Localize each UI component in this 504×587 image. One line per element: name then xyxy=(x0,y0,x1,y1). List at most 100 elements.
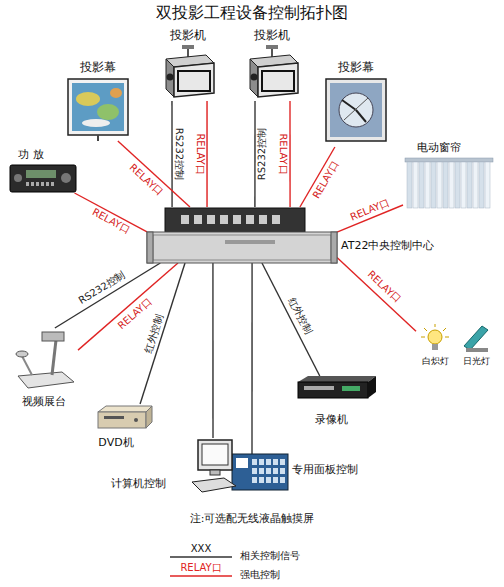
device-illustration xyxy=(326,79,386,145)
device-node: 白炽灯 xyxy=(416,322,454,368)
device-illustration xyxy=(160,45,216,101)
panel-body xyxy=(232,454,288,490)
switch-button xyxy=(272,215,280,224)
projector-lens xyxy=(251,74,258,81)
signal-label: RELAY口 xyxy=(127,162,164,197)
device-illustration xyxy=(68,79,128,141)
device-label: 专用面板控制 xyxy=(292,464,358,477)
device-illustration xyxy=(232,454,288,490)
signal-label: 红外控制 xyxy=(286,295,313,335)
projector-lens xyxy=(167,74,174,81)
amplifier-button xyxy=(26,182,29,186)
curtain-slat xyxy=(407,162,412,208)
device-node: 录像机 xyxy=(296,376,378,428)
control-wire xyxy=(262,263,320,376)
device-illustration xyxy=(12,328,76,392)
vcr-slot xyxy=(304,386,334,390)
signal-label: RELAY口 xyxy=(116,296,154,331)
light-ray xyxy=(443,328,446,331)
dvd-tray xyxy=(104,416,124,419)
panel-button xyxy=(280,477,285,483)
monitor-screen xyxy=(202,444,228,465)
curtain-slat xyxy=(419,162,424,208)
legend-line-sample xyxy=(170,575,232,577)
light-ray xyxy=(435,324,436,327)
amplifier-button xyxy=(36,182,39,186)
amplifier-knob xyxy=(61,173,71,183)
legend-line-sample xyxy=(170,556,232,558)
curtain-slat xyxy=(425,162,430,208)
map-land xyxy=(110,88,122,98)
device-node: 日光灯 xyxy=(456,322,496,368)
panel-button xyxy=(273,459,278,465)
switch-button xyxy=(220,215,228,224)
screen-image xyxy=(72,83,124,131)
curtain-slat xyxy=(461,162,466,208)
visualizer-lamp xyxy=(16,351,28,357)
amplifier-display xyxy=(26,170,56,178)
visualizer-camera xyxy=(42,332,64,341)
note-text: 注:可选配无线液晶触摸屏 xyxy=(190,513,315,524)
panel-button xyxy=(252,477,257,483)
tube-base xyxy=(466,348,488,352)
amplifier-knob xyxy=(14,174,22,182)
keyboard xyxy=(192,478,236,492)
device-node: 计算机控制 xyxy=(190,438,236,494)
legend-text: 强电控制 xyxy=(240,570,280,580)
signal-label: 红外控制 xyxy=(143,313,165,354)
device-illustration xyxy=(190,438,236,494)
light-ray xyxy=(445,337,449,338)
rack-ear xyxy=(331,232,337,263)
ceiling-mount xyxy=(266,45,278,49)
device-node: 视频展台 xyxy=(10,328,78,410)
device-illustration xyxy=(298,376,376,402)
curtain-slat xyxy=(473,162,478,208)
curtain-slat xyxy=(431,162,436,208)
switch-button xyxy=(194,215,202,224)
rack-ear xyxy=(147,232,153,263)
legend-sample-label: RELAY口 xyxy=(180,563,221,573)
panel-screen xyxy=(236,458,248,468)
device-illustration xyxy=(460,322,492,354)
device-label: 电动窗帘 xyxy=(403,142,475,155)
device-illustration xyxy=(405,158,493,210)
control-wire xyxy=(254,101,256,207)
projector-frame xyxy=(262,71,294,91)
device-node: 投影幕 xyxy=(324,61,388,147)
curtain-slat xyxy=(413,162,418,208)
control-wire xyxy=(337,257,416,331)
screen-image xyxy=(330,83,382,137)
device-illustration xyxy=(244,45,300,101)
device-label: 投影幕 xyxy=(66,61,130,75)
ceiling-mount xyxy=(182,45,194,49)
switch-button xyxy=(259,215,267,224)
control-wire xyxy=(251,263,252,454)
vcr-side xyxy=(368,376,376,398)
projector-frame xyxy=(178,71,210,91)
visualizer-lamp-arm xyxy=(22,356,32,375)
panel-button xyxy=(252,468,257,474)
device-node: 专用面板控制 xyxy=(232,454,288,490)
rack-body xyxy=(147,232,337,263)
curtain-slat xyxy=(443,162,448,208)
device-label: 视频展台 xyxy=(10,396,78,409)
control-wire xyxy=(78,263,178,350)
legend-text: 相关控制信号 xyxy=(240,551,300,561)
control-wire xyxy=(140,263,185,404)
signal-label: RS232控制 xyxy=(174,128,184,180)
device-node: DVD机 xyxy=(96,404,154,450)
clock-hand xyxy=(356,110,366,122)
device-node: 电动窗帘 xyxy=(403,142,495,212)
curtain-slat xyxy=(479,162,484,208)
amplifier-body xyxy=(10,165,76,192)
panel-button xyxy=(280,459,285,465)
signal-label: RELAY口 xyxy=(195,133,205,174)
visualizer-base xyxy=(18,372,74,388)
device-illustration xyxy=(10,165,76,192)
signal-label: RELAY口 xyxy=(278,133,288,174)
projector-front xyxy=(250,59,258,97)
clock-hand xyxy=(344,98,368,120)
amplifier-button xyxy=(31,182,34,186)
curtain-slat xyxy=(467,162,472,208)
device-label: 白炽灯 xyxy=(416,356,454,366)
